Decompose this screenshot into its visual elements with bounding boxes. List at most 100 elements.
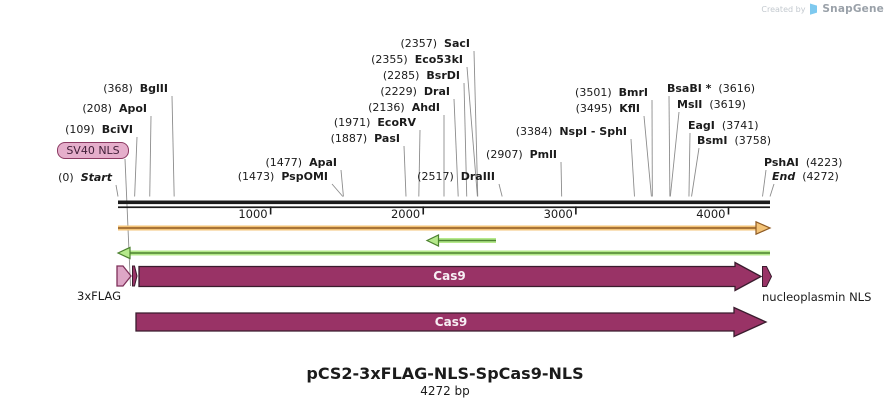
leader-line-PspOMI (331, 183, 344, 197)
leader-line-BsrDI (463, 82, 468, 197)
site-name: AhdI (411, 101, 440, 114)
site-name: EagI (688, 119, 715, 132)
site-label-DraI: (2229) DraI (380, 85, 450, 98)
site-label-PspOMI: (1473)PspOMI (238, 170, 328, 183)
flag-feature-shape (116, 265, 132, 287)
leader-line-PmlI (560, 161, 563, 197)
site-position: (2355) (371, 53, 408, 66)
orange-arrowhead (755, 220, 772, 236)
site-label-BciVI: (109) BciVI (65, 123, 133, 136)
site-position: (1887) (330, 132, 368, 145)
site-position: (2136) (368, 101, 405, 114)
site-label-KflI: (3495) KflI (576, 102, 640, 115)
site-label-ApoI: (208) ApoI (82, 102, 147, 115)
nucleoplasmin-nls-feature-label: nucleoplasmin NLS (762, 290, 872, 304)
leader-line-MslI (669, 111, 680, 197)
site-name: BglII (139, 82, 168, 95)
site-name: BciVI (101, 123, 133, 136)
site-position: (0) (58, 171, 74, 184)
leader-line-SV40-NLS (124, 158, 131, 287)
site-name: EcoRV (377, 116, 416, 129)
site-label-Eco53kI: (2355) Eco53kI (371, 53, 463, 66)
site-name: NspI - SphI (559, 125, 627, 138)
leader-line-PshAI (762, 169, 767, 197)
snapgene-watermark: Created by SnapGene (761, 3, 884, 15)
site-position: (3384) (515, 125, 553, 138)
site-name: DraIII (460, 170, 495, 183)
cas9-arrow-2 (135, 306, 768, 338)
site-position: (3619) (709, 98, 746, 111)
site-position: (3495) (575, 102, 613, 115)
cas9-label-row1: Cas9 (433, 269, 466, 283)
site-position: (1473) (237, 170, 275, 183)
site-name: PmlI (529, 148, 557, 161)
site-label-NspI-SphI: (3384) NspI - SphI (516, 125, 627, 138)
site-position: (368) (103, 82, 133, 95)
site-label-EcoRV: (1971) EcoRV (334, 116, 416, 129)
site-position: (4223) (805, 156, 843, 169)
watermark-created-by-text: Created by (761, 4, 806, 14)
site-position: (3741) (721, 119, 759, 132)
site-position: (1477) (265, 156, 303, 169)
green-short-arrowhead (425, 234, 440, 247)
site-label-EagI: EagI (3741) (688, 119, 758, 132)
plasmid-length: 4272 bp (420, 384, 470, 398)
site-name: PasI (374, 132, 400, 145)
site-position: (109) (65, 123, 95, 136)
sv40-nls-label-text: SV40 NLS (66, 144, 120, 157)
site-name: ApoI (118, 102, 147, 115)
leader-line-EcoRV (418, 129, 421, 197)
leader-line-Eco53kI (466, 66, 478, 197)
site-name: Eco53kI (414, 53, 463, 66)
site-position: (3758) (734, 134, 772, 147)
site-label-DraIII: (2517) DraIII (417, 170, 495, 183)
site-position: (2357) (400, 37, 438, 50)
site-name: Start (80, 171, 112, 184)
site-position: (2517) (417, 170, 454, 183)
site-name: DraI (423, 85, 450, 98)
site-label-BsmI: BsmI(3758) (697, 134, 771, 147)
site-label-PasI: (1887) PasI (331, 132, 400, 145)
site-label-SacI: (2357) SacI (400, 37, 470, 50)
leader-line-ApaI (340, 169, 344, 197)
site-label-PmlI: (2907)PmlI (486, 148, 557, 161)
green-long-arrowhead (116, 246, 131, 260)
site-label-BglII: (368) BglII (103, 82, 168, 95)
ruler-bottom-strand (118, 206, 770, 209)
site-label-BmrI: (3501)BmrI (575, 86, 648, 99)
leader-line-EagI (688, 132, 691, 197)
watermark-brand-text: SnapGene (822, 3, 884, 15)
site-label-ApaI: (1477) ApaI (266, 156, 337, 169)
ruler-number-3000: 3000 (543, 207, 573, 221)
site-label-BsaBI-: BsaBI *(3616) (667, 82, 755, 95)
leader-line-PasI (403, 145, 407, 197)
site-name: BmrI (618, 86, 648, 99)
site-name: End (772, 170, 796, 183)
ruler-number-1000: 1000 (238, 207, 268, 221)
flag-feature-label: 3xFLAG (77, 289, 121, 303)
site-position: (208) (82, 102, 112, 115)
leader-line-BciVI (134, 136, 138, 197)
site-position: (1971) (333, 116, 371, 129)
leader-line-DraI (453, 98, 459, 197)
nucleoplasmin-nls-feature-shape (762, 266, 773, 287)
cas9-arrow-1 (138, 261, 763, 292)
site-position: (2229) (380, 85, 417, 98)
site-name: BsaBI * (667, 82, 712, 95)
site-position: (4272) (802, 170, 839, 183)
site-name: SacI (444, 37, 470, 50)
site-name: MslI (677, 98, 703, 111)
leader-line-SacI (473, 50, 479, 197)
leader-line-DraIII (498, 183, 503, 197)
sv40-nls-feature-shape (132, 265, 138, 287)
cas9-label-row2: Cas9 (434, 315, 468, 329)
ruler-top-strand (118, 200, 770, 205)
site-name: BsrDI (426, 69, 460, 82)
site-label-End: End (4272) (772, 170, 839, 183)
site-name: PshAI (764, 156, 799, 169)
site-name: ApaI (309, 156, 337, 169)
leader-line-BsaBI- (668, 95, 671, 197)
leader-line-End (769, 183, 775, 197)
site-name: KflI (619, 102, 640, 115)
